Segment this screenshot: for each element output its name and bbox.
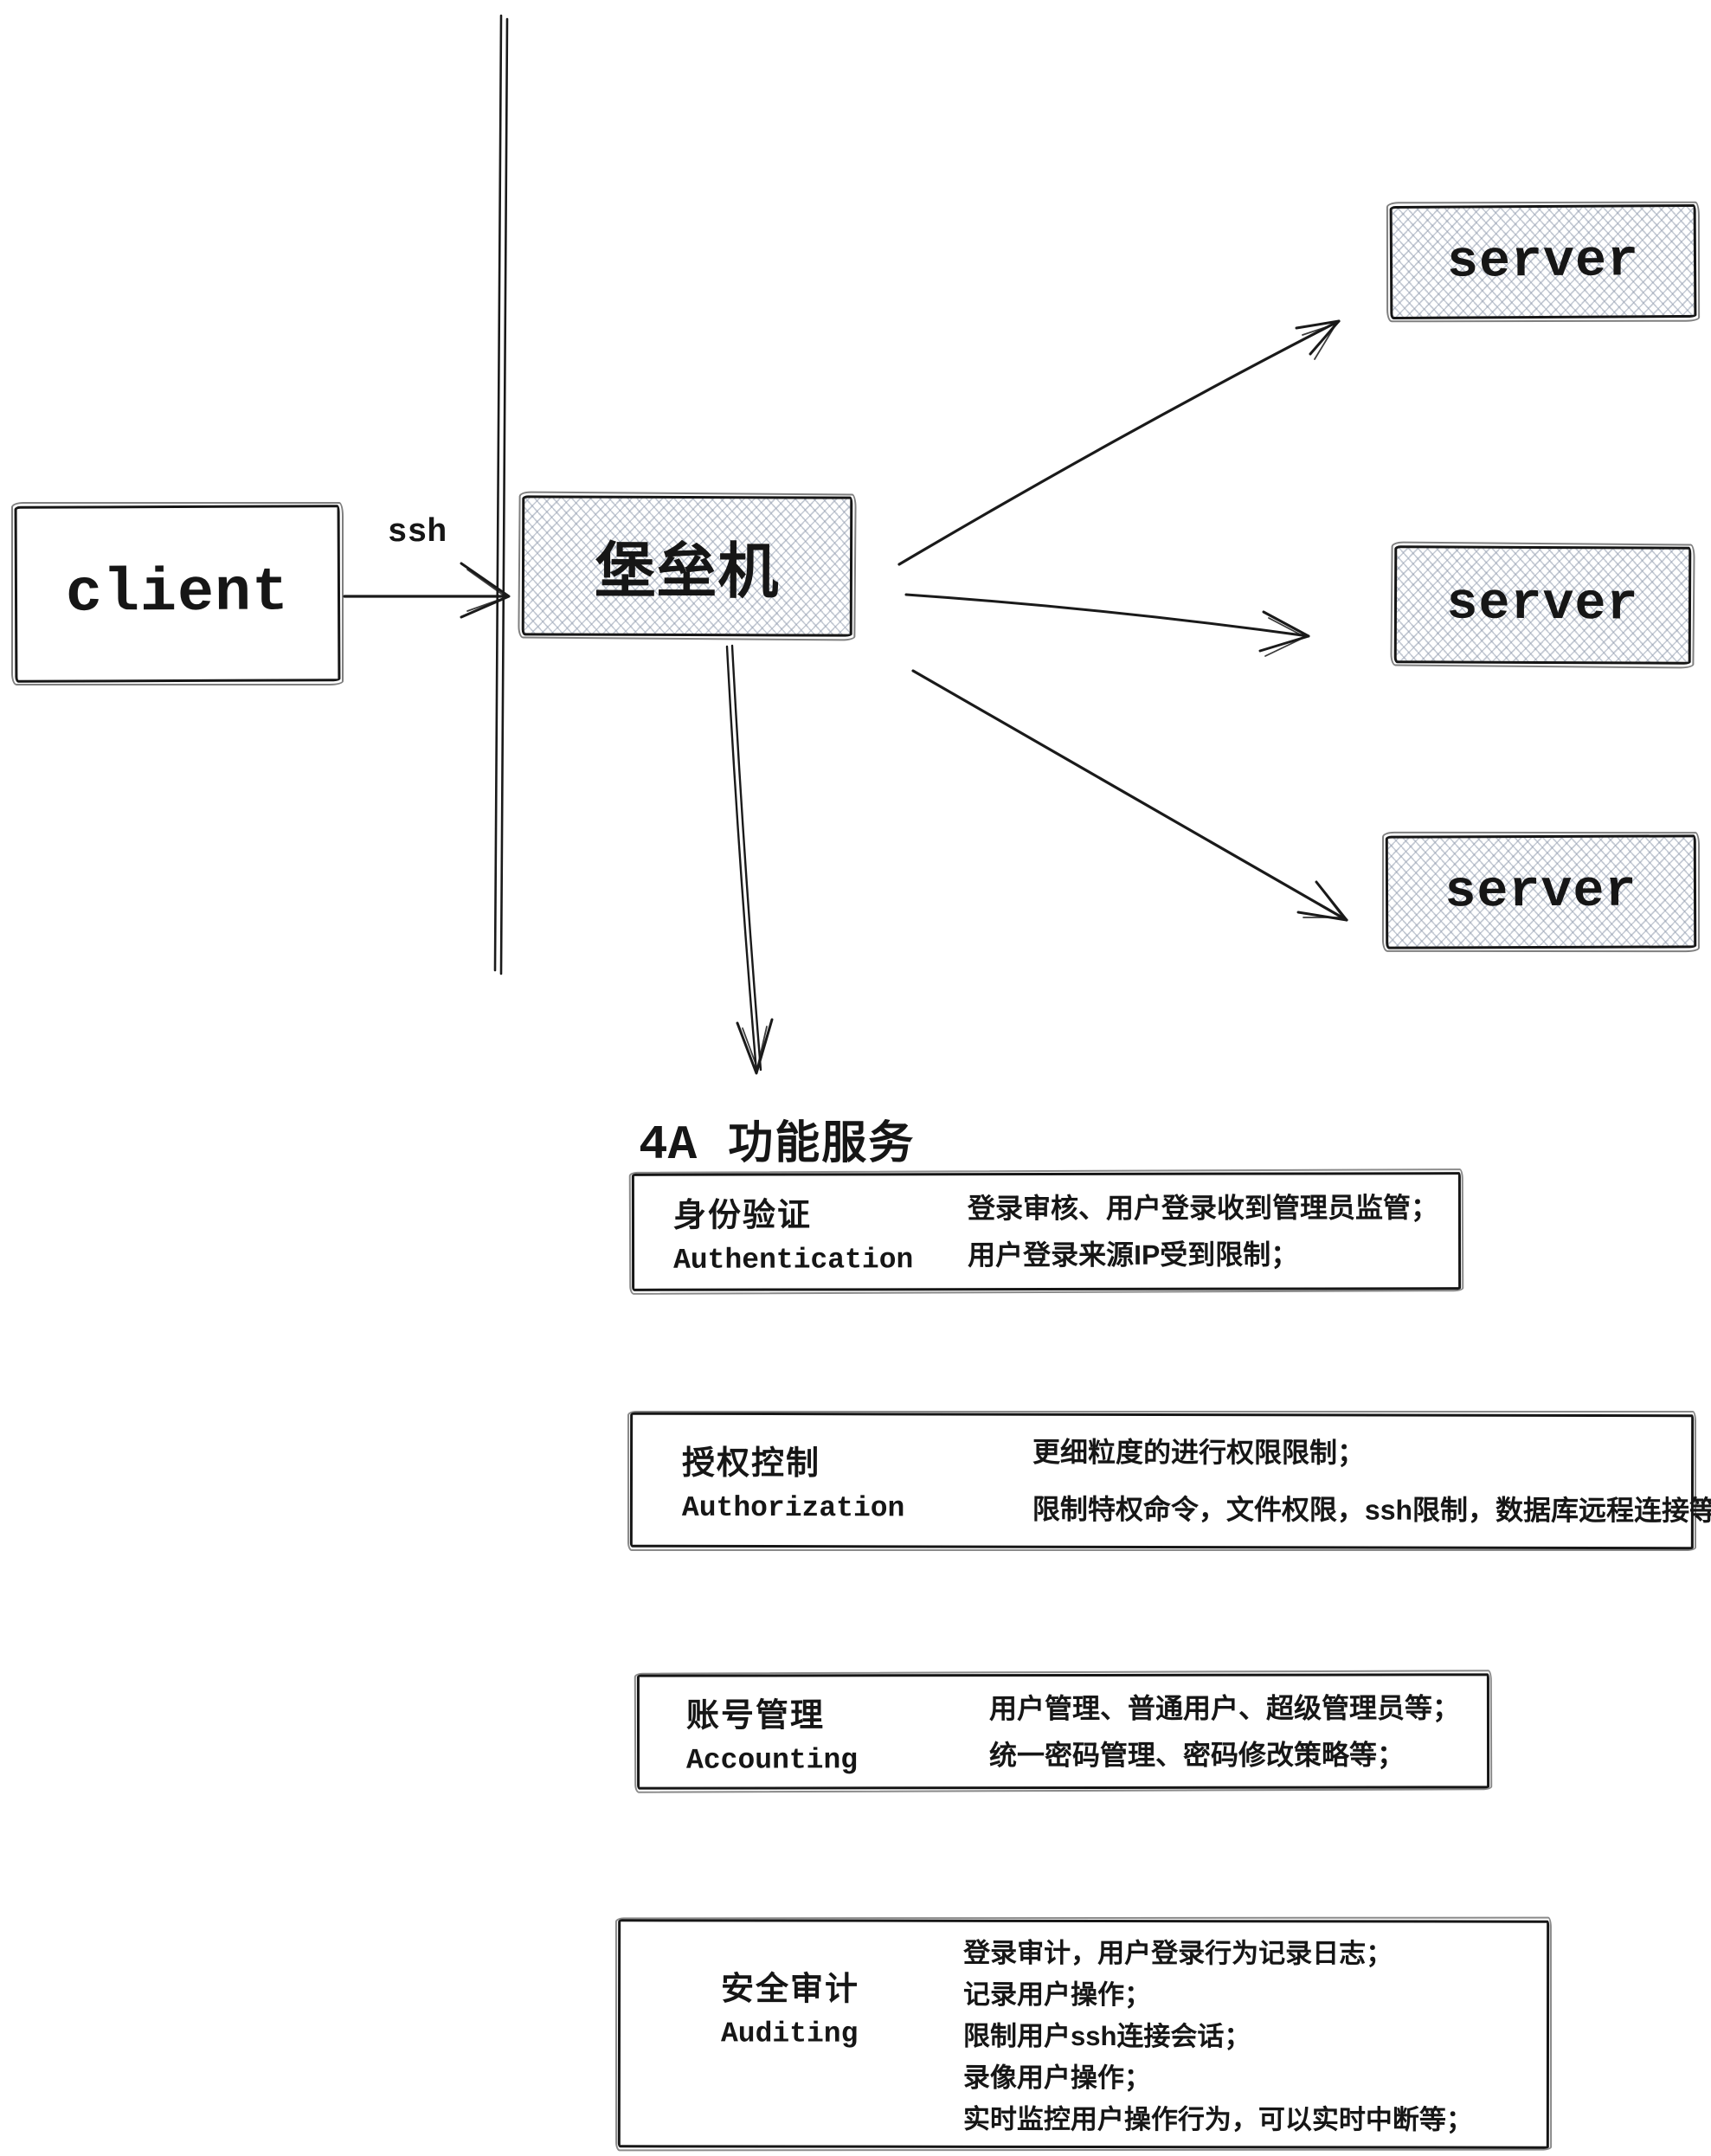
client-node: client — [14, 505, 341, 683]
feature-description: 登录审核、用户登录收到管理员监管； 用户登录来源IP受到限制； — [968, 1184, 1438, 1278]
bastion-node: 堡垒机 — [521, 495, 853, 637]
feature-name-en: Auditing — [720, 2018, 859, 2050]
server-node-label: server — [1444, 862, 1637, 922]
client-node-label: client — [65, 558, 290, 629]
server-node-1: server — [1389, 203, 1697, 320]
feature-line: 更细粒度的进行权限限制； — [1032, 1436, 1366, 1469]
feature-name-zh: 身份验证 — [672, 1197, 813, 1234]
feature-line: 用户登录来源IP受到限制； — [968, 1239, 1299, 1271]
arrow-to-server-1 — [897, 319, 1341, 566]
feature-box-auditing: 安全审计 Auditing 登录审计，用户登录行为记录日志； 记录用户操作； 限… — [617, 1919, 1550, 2149]
firewall-line — [493, 14, 509, 975]
feature-line: 实时监控用户操作行为，可以实时中断等； — [962, 2103, 1473, 2135]
server-node-label: server — [1446, 231, 1640, 293]
feature-description: 登录审计，用户登录行为记录日志； 记录用户操作； 限制用户ssh连接会话； 录像… — [963, 1933, 1473, 2141]
arrow-to-server-3 — [911, 669, 1348, 922]
ssh-edge-label: ssh — [387, 514, 447, 551]
feature-name-en: Authorization — [681, 1491, 905, 1525]
section-title: 4A 功能服务 — [639, 1106, 915, 1173]
feature-label: 身份验证 Authentication — [672, 1187, 968, 1277]
feature-name-zh: 账号管理 — [685, 1696, 826, 1734]
feature-box-authorization: 授权控制 Authorization 更细粒度的进行权限限制； 限制特权命令，文… — [629, 1412, 1711, 1550]
server-node-2: server — [1393, 545, 1692, 665]
feature-label: 账号管理 Accounting — [686, 1688, 989, 1776]
feature-box-authentication: 身份验证 Authentication 登录审核、用户登录收到管理员监管； 用户… — [631, 1172, 1462, 1291]
server-node-label: server — [1446, 575, 1639, 635]
feature-line: 录像用户操作； — [962, 2062, 1151, 2094]
feature-line: 登录审计，用户登录行为记录日志； — [963, 1937, 1393, 1969]
feature-label: 授权控制 Authorization — [682, 1436, 1032, 1525]
feature-name-zh: 安全审计 — [721, 1971, 860, 2008]
arrow-to-4a-services — [725, 644, 774, 1075]
feature-name-en: Accounting — [686, 1743, 859, 1777]
arrow-to-server-2 — [904, 593, 1310, 657]
section-title-code: 4A — [639, 1117, 698, 1173]
feature-line: 统一密码管理、密码修改策略等； — [989, 1738, 1405, 1771]
feature-line: 限制用户ssh连接会话； — [962, 2020, 1251, 2052]
ssh-arrow — [343, 562, 511, 619]
feature-name-en: Authentication — [673, 1244, 914, 1277]
feature-line: 限制特权命令，文件权限，ssh限制，数据库远程连接等； — [1032, 1493, 1711, 1527]
server-node-3: server — [1385, 834, 1697, 949]
feature-name-zh: 授权控制 — [681, 1445, 821, 1483]
feature-line: 登录审核、用户登录收到管理员监管； — [967, 1192, 1438, 1225]
feature-description: 用户管理、普通用户、超级管理员等； 统一密码管理、密码修改策略等； — [989, 1684, 1460, 1779]
section-title-text: 功能服务 — [728, 1118, 916, 1168]
feature-line: 用户管理、普通用户、超级管理员等； — [988, 1691, 1461, 1724]
feature-line: 记录用户操作； — [963, 1979, 1152, 2011]
feature-description: 更细粒度的进行权限限制； 限制特权命令，文件权限，ssh限制，数据库远程连接等； — [1032, 1424, 1711, 1540]
feature-label: 安全审计 Auditing — [721, 1961, 963, 2050]
bastion-node-label: 堡垒机 — [595, 535, 780, 607]
feature-box-accounting: 账号管理 Accounting 用户管理、普通用户、超级管理员等； 统一密码管理… — [636, 1673, 1490, 1790]
